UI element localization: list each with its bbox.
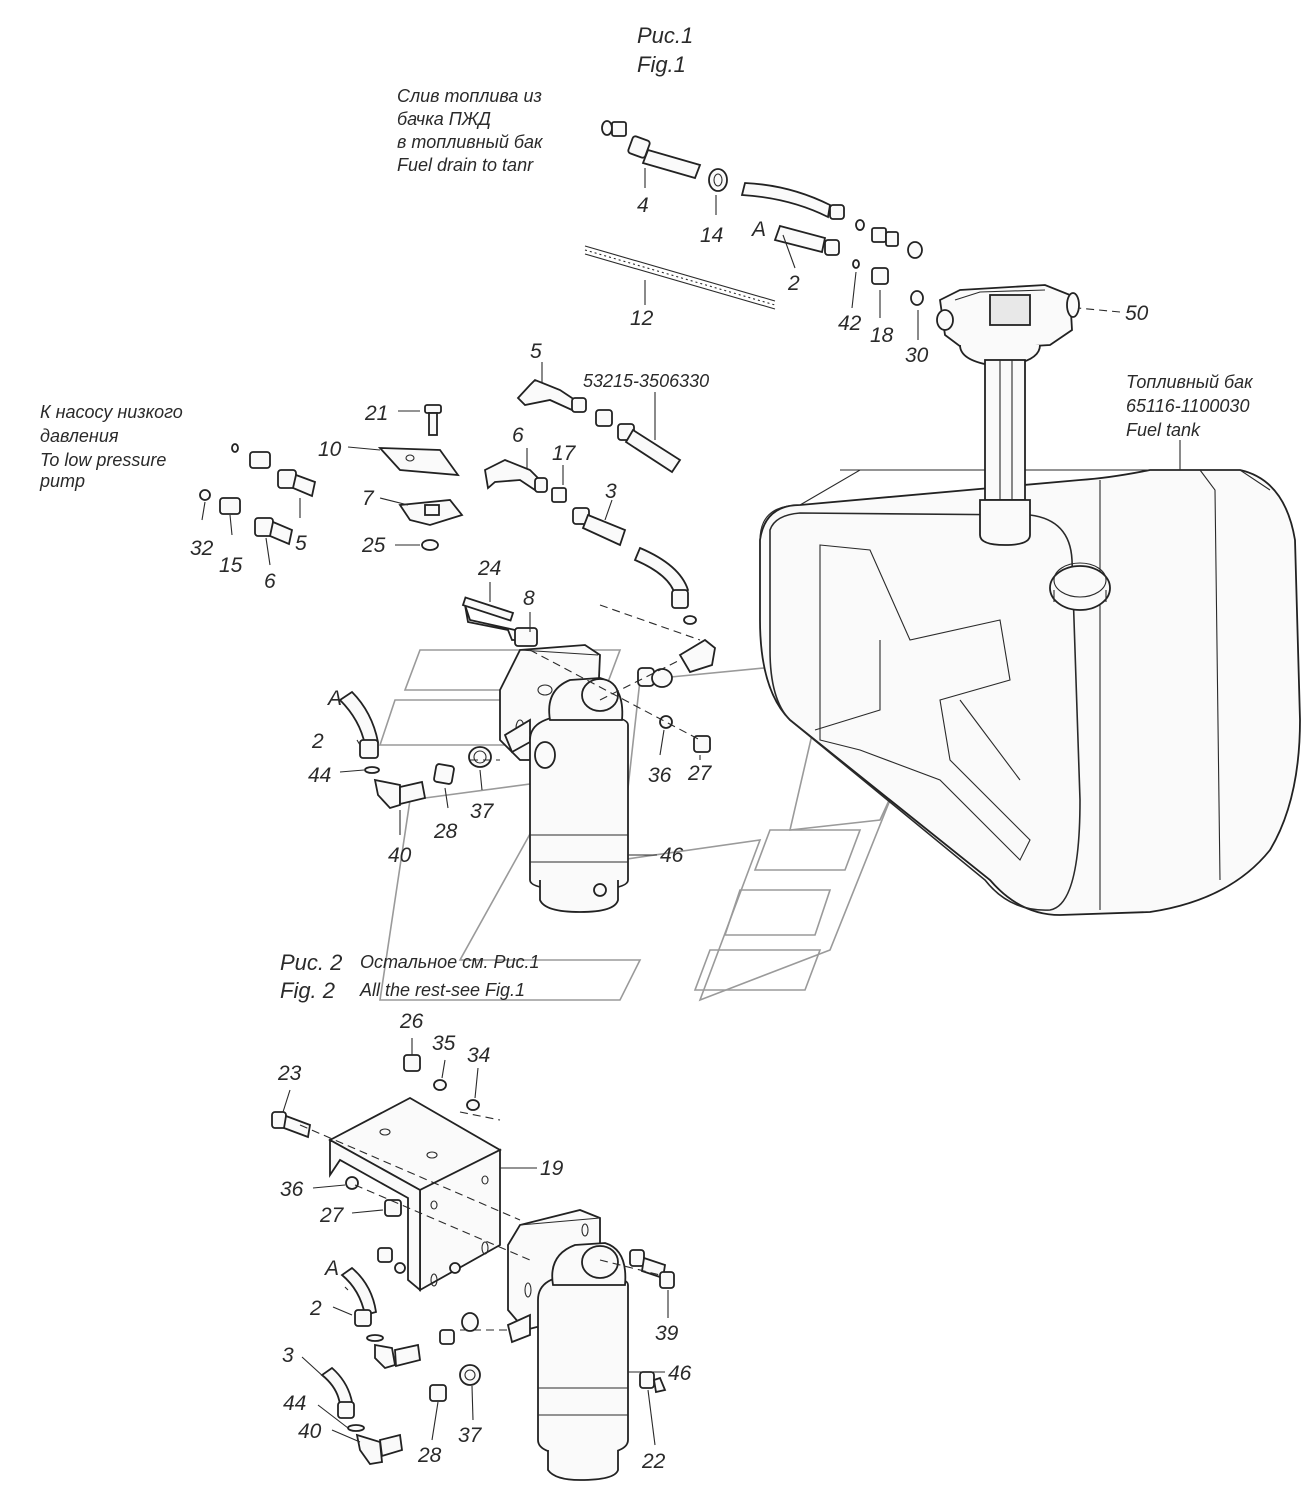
callout-8: 8 xyxy=(523,587,535,610)
callout-15: 15 xyxy=(219,554,243,577)
callout-22: 22 xyxy=(641,1450,666,1473)
tube-53215-3506330-assembly xyxy=(484,378,690,609)
fuel-level-sensor xyxy=(936,284,1080,546)
callout-5-left: 5 xyxy=(295,532,307,555)
callout-36-fig2: 36 xyxy=(280,1178,304,1201)
callout-50: 50 xyxy=(1125,302,1149,325)
callout-a-fig2: A xyxy=(323,1257,339,1280)
callout-46-mid: 46 xyxy=(660,844,684,867)
assembly-line-fig2 xyxy=(299,1111,661,1331)
drain-hose-assembly xyxy=(584,120,924,310)
callout-44-fig2: 44 xyxy=(283,1392,306,1415)
callout-25: 25 xyxy=(361,534,386,557)
figure-2-title-ru: Рис. 2 xyxy=(280,950,342,975)
callout-19: 19 xyxy=(540,1157,564,1180)
callout-12: 12 xyxy=(630,307,654,330)
callout-2-top: 2 xyxy=(787,272,800,295)
callout-27-mid: 27 xyxy=(687,762,713,785)
callout-40-fig2: 40 xyxy=(298,1420,322,1443)
callout-a-top: A xyxy=(750,218,766,241)
pump-line-1: К насосу низкого xyxy=(40,402,183,422)
callout-18: 18 xyxy=(870,324,894,347)
figure-1-heading: Рис.1 Fig.1 xyxy=(637,23,693,77)
callout-6-left: 6 xyxy=(264,570,276,593)
callout-28-mid: 28 xyxy=(433,820,458,843)
pump-line-3: To low pressure xyxy=(40,450,166,470)
pump-line-2: давления xyxy=(40,426,119,446)
pump-line-4: pump xyxy=(39,471,85,491)
callout-42: 42 xyxy=(838,312,862,335)
callout-17: 17 xyxy=(552,442,577,465)
leader-lines xyxy=(201,168,1181,1446)
pump-line-fittings xyxy=(199,443,317,546)
callout-14: 14 xyxy=(700,224,723,247)
callout-2-mid: 2 xyxy=(311,730,324,753)
callout-2-fig2: 2 xyxy=(309,1297,322,1320)
tank-line-2: 65116-1100030 xyxy=(1126,396,1249,416)
drain-line-1: Слив топлива из xyxy=(397,86,542,106)
callout-6-mid: 6 xyxy=(512,424,524,447)
callout-37-fig2: 37 xyxy=(458,1424,483,1447)
assembly-line-fig1b xyxy=(470,604,701,761)
fig2-fasteners xyxy=(271,1054,480,1274)
drain-annotation: Слив топлива из бачка ПЖД в топливный ба… xyxy=(397,86,544,175)
drain-line-3: в топливный бак xyxy=(397,132,544,152)
tank-line-1: Топливный бак xyxy=(1126,372,1254,392)
bracket-clamp-parts xyxy=(377,404,464,551)
callout-37-mid: 37 xyxy=(470,800,495,823)
tube-code-label: 53215-3506330 xyxy=(583,371,709,391)
callout-34: 34 xyxy=(467,1044,490,1067)
callout-26: 26 xyxy=(399,1010,424,1033)
figure-2-note-ru: Остальное см. Рис.1 xyxy=(360,952,540,972)
figure-2-title-en: Fig. 2 xyxy=(280,978,335,1003)
figure-1-title-ru: Рис.1 xyxy=(637,23,693,48)
pump-annotation: К насосу низкого давления To low pressur… xyxy=(39,402,183,491)
callout-3-mid: 3 xyxy=(605,480,617,503)
figure-1-title-en: Fig.1 xyxy=(637,52,686,77)
callout-24: 24 xyxy=(477,557,501,580)
drain-line-2: бачка ПЖД xyxy=(397,109,491,129)
callout-28-fig2: 28 xyxy=(417,1444,442,1467)
callout-10: 10 xyxy=(318,438,342,461)
callout-36-mid: 36 xyxy=(648,764,672,787)
callout-3-fig2: 3 xyxy=(282,1344,294,1367)
assembly-line-fig1 xyxy=(529,649,701,741)
callout-30: 30 xyxy=(905,344,929,367)
callouts-figure-2: 26 35 34 23 19 36 27 A 2 3 44 40 28 37 3… xyxy=(277,1010,692,1473)
tank-line-3: Fuel tank xyxy=(1126,420,1201,440)
callouts-figure-1: 4 14 A 2 12 42 18 30 50 5 21 10 6 17 3 7… xyxy=(190,194,1149,867)
callout-40-mid: 40 xyxy=(388,844,412,867)
callout-5-top: 5 xyxy=(530,340,542,363)
fig2-small-fittings xyxy=(320,1262,481,1465)
mounting-bracket-19 xyxy=(328,1096,502,1292)
callout-46-fig2: 46 xyxy=(668,1362,692,1385)
fuel-filter-fig1 xyxy=(464,604,629,913)
fig1-small-fittings xyxy=(338,596,716,810)
callout-a-mid: A xyxy=(326,687,342,710)
callout-32: 32 xyxy=(190,537,214,560)
figure-2-note-en: All the rest-see Fig.1 xyxy=(359,980,525,1000)
fuel-filter-fig2 xyxy=(506,1209,675,1481)
callout-21: 21 xyxy=(364,402,388,425)
callout-7: 7 xyxy=(362,487,375,510)
figure-2-heading: Рис. 2 Fig. 2 Остальное см. Рис.1 All th… xyxy=(280,950,540,1003)
callout-4: 4 xyxy=(637,194,649,217)
callout-44-mid: 44 xyxy=(308,764,331,787)
fuel-tank xyxy=(759,469,1301,916)
callout-23: 23 xyxy=(277,1062,302,1085)
callout-39: 39 xyxy=(655,1322,679,1345)
tank-annotation: Топливный бак 65116-1100030 Fuel tank xyxy=(1126,372,1254,440)
drain-line-4: Fuel drain to tanr xyxy=(397,155,534,175)
callout-35: 35 xyxy=(432,1032,456,1055)
callout-27-fig2: 27 xyxy=(319,1204,345,1227)
